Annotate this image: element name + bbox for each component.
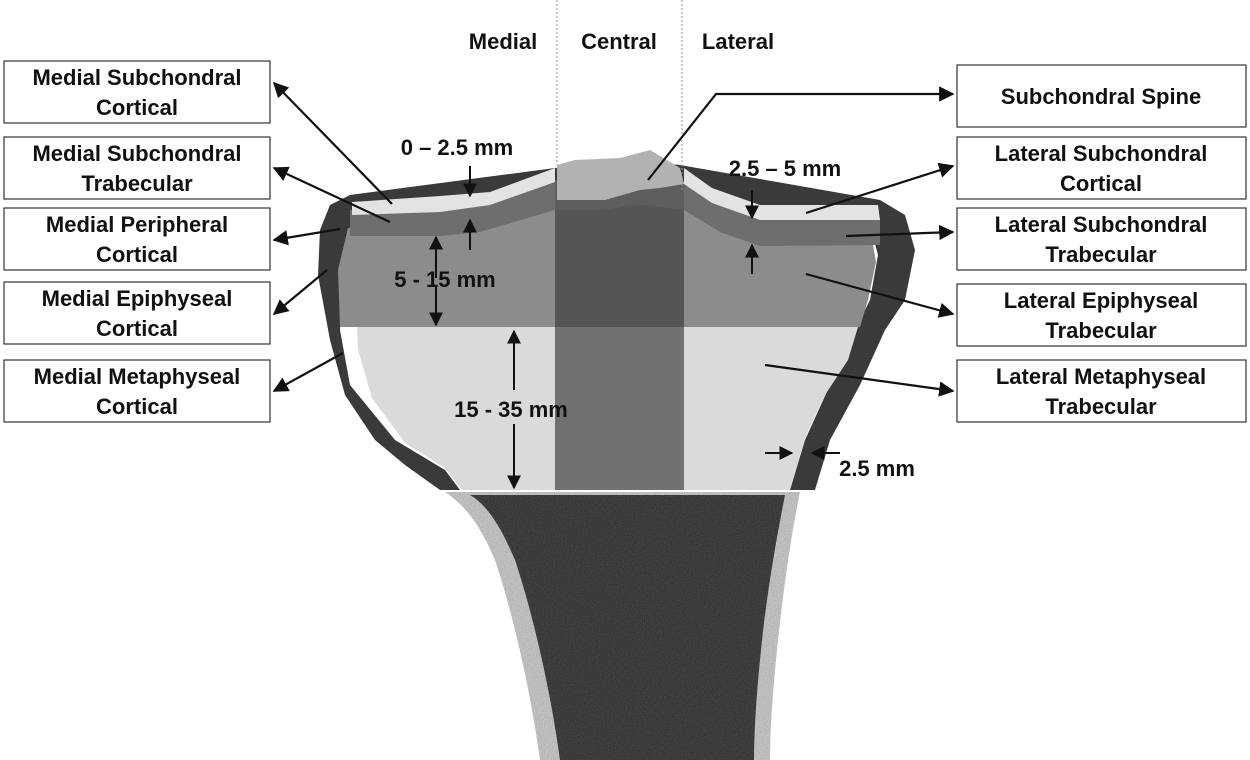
- leader-arrow: [845, 224, 955, 241]
- dimension-label-epiphyseal: 5 - 15 mm: [394, 267, 496, 292]
- region-header-lateral: Lateral: [702, 29, 774, 54]
- leader-arrow: [764, 363, 955, 397]
- label-line: Trabecular: [1045, 394, 1157, 419]
- label-box: Lateral Subchondral Trabecular: [956, 207, 1247, 271]
- dimension-markers: 0 – 2.5 mm 2.5 – 5 mm 5 - 15 mm 15 - 35 …: [394, 135, 915, 490]
- label-line: Cortical: [1060, 171, 1142, 196]
- subchondral-spine: [557, 150, 684, 200]
- label-line: Medial Subchondral: [32, 141, 241, 166]
- central-epiphyseal-region: [555, 195, 684, 327]
- central-metaphyseal-region: [555, 327, 684, 490]
- subchondral-trabecular-lateral: [684, 182, 880, 246]
- label-line: Cortical: [96, 242, 178, 267]
- label-line: Cortical: [96, 95, 178, 120]
- leader-arrow: [272, 352, 344, 392]
- label-box: Medial Subchondral Trabecular: [3, 136, 271, 200]
- left-label-boxes: Medial Subchondral Cortical Medial Subch…: [3, 60, 271, 423]
- dimension-label-medial-subchondral: 0 – 2.5 mm: [401, 135, 514, 160]
- metaphyseal-region: [357, 327, 555, 490]
- label-line: Subchondral Spine: [1001, 84, 1201, 109]
- subchondral-cortical-lateral: [684, 168, 880, 220]
- right-label-boxes: Subchondral Spine Lateral Subchondral Co…: [956, 64, 1247, 423]
- label-box: Medial Epiphyseal Cortical: [3, 281, 271, 345]
- label-line: Medial Epiphyseal: [42, 286, 233, 311]
- label-line: Cortical: [96, 394, 178, 419]
- dimension-label-metaphyseal: 15 - 35 mm: [454, 397, 568, 422]
- label-box: Medial Metaphyseal Cortical: [3, 359, 271, 423]
- label-line: Medial Subchondral: [32, 65, 241, 90]
- leader-arrow: [647, 86, 955, 181]
- dimension-label-lateral-subchondral: 2.5 – 5 mm: [729, 156, 842, 181]
- label-line: Lateral Epiphyseal: [1004, 288, 1198, 313]
- ct-shaft: [445, 492, 800, 760]
- subchondral-cortical-medial: [352, 168, 555, 215]
- label-line: Lateral Subchondral: [995, 141, 1208, 166]
- leader-arrow: [272, 81, 393, 205]
- label-box: Medial Peripheral Cortical: [3, 207, 271, 271]
- outer-cortical-rim: [318, 160, 915, 490]
- region-header-central: Central: [581, 29, 657, 54]
- label-box: Medial Subchondral Cortical: [3, 60, 271, 124]
- metaphyseal-region-lateral: [684, 327, 858, 490]
- label-box: Subchondral Spine: [956, 64, 1247, 128]
- label-line: Medial Metaphyseal: [34, 364, 241, 389]
- leader-arrows-left: [272, 81, 393, 392]
- leader-arrow: [272, 166, 391, 223]
- leader-arrow: [805, 162, 955, 215]
- label-box: Lateral Subchondral Cortical: [956, 136, 1247, 200]
- leader-arrow: [805, 272, 955, 318]
- label-line: Trabecular: [1045, 242, 1157, 267]
- region-header-medial: Medial: [469, 29, 537, 54]
- leader-arrow: [272, 269, 328, 315]
- label-line: Trabecular: [81, 171, 193, 196]
- label-line: Trabecular: [1045, 318, 1157, 343]
- leader-arrow: [272, 227, 341, 246]
- dimension-label-cortical-thickness: 2.5 mm: [839, 456, 915, 481]
- label-line: Lateral Subchondral: [995, 212, 1208, 237]
- label-box: Lateral Metaphyseal Trabecular: [956, 359, 1247, 423]
- label-box: Lateral Epiphyseal Trabecular: [956, 283, 1247, 347]
- leader-arrows-right: [647, 86, 955, 397]
- label-line: Lateral Metaphyseal: [996, 364, 1206, 389]
- epiphyseal-region: [338, 210, 555, 327]
- label-line: Cortical: [96, 316, 178, 341]
- label-line: Medial Peripheral: [46, 212, 228, 237]
